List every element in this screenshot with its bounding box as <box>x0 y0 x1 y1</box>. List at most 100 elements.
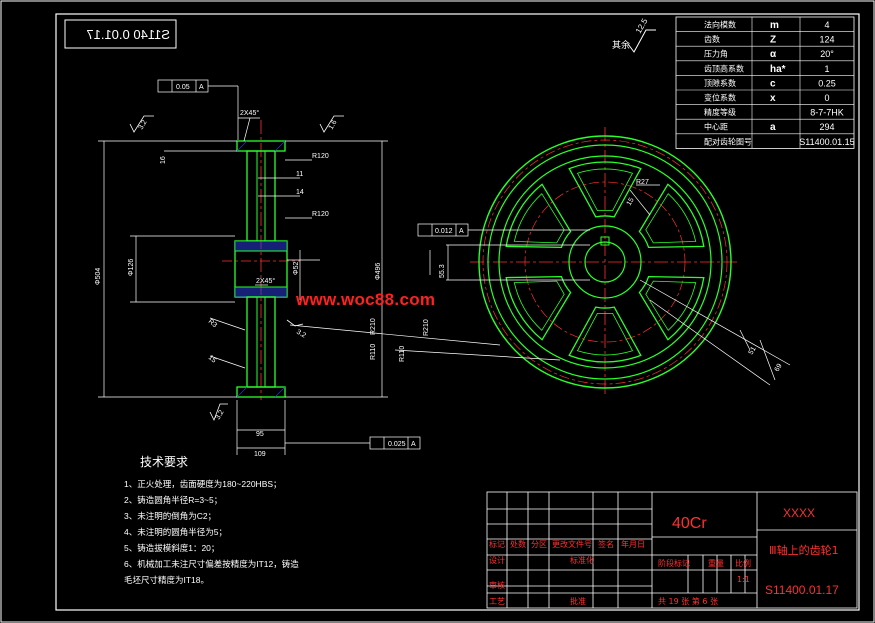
param-name: 中心距 <box>704 122 728 132</box>
spoke-window-inner <box>576 168 634 211</box>
section-dimension-texts: 0.05 A 2X45° R120 R120 11 14 Φ504 Φ496 Φ… <box>95 84 416 458</box>
part-name: Ⅲ轴上的齿轮1 <box>769 543 839 557</box>
spoke-window <box>638 183 705 249</box>
technical-requirements: 技术要求 1、正火处理，齿面硬度为180~220HBS； 2、铸造圆角半径R=3~… <box>124 455 299 585</box>
company: XXXX <box>783 506 815 520</box>
param-name: 精度等级 <box>704 107 736 117</box>
spoke-window-inner <box>645 280 697 331</box>
dim-dia52: Φ52 <box>293 262 300 275</box>
dim-r210-front: R210 <box>423 319 430 336</box>
tech-item: 毛坯尺寸精度为IT18。 <box>124 575 209 585</box>
param-name: 齿数 <box>704 34 720 44</box>
spoke-window-inner <box>513 280 565 331</box>
datum-a-top: A <box>199 84 204 91</box>
param-value: 0 <box>824 93 829 103</box>
mirrored-number-box: S1140 0.01.17 <box>64 19 177 49</box>
spoke-window <box>505 183 572 249</box>
h-zone: 分区 <box>531 540 547 549</box>
dim-15: 15 <box>207 354 218 364</box>
dim-dia504: Φ504 <box>95 268 102 285</box>
h-scale: 比例 <box>735 558 751 568</box>
dim-dia126: Φ126 <box>128 259 135 276</box>
material: 40Cr <box>672 515 707 532</box>
param-value: 0.25 <box>818 78 836 88</box>
scale-value: 1:1 <box>737 575 750 584</box>
param-value: 8-7-7HK <box>810 108 844 118</box>
tech-item: 5、铸造拔模斜度1：20； <box>124 543 219 553</box>
param-name: 变位系数 <box>704 93 736 103</box>
dim-14: 14 <box>296 189 304 196</box>
tech-item: 2、铸造圆角半径R=3~5； <box>124 495 222 505</box>
mirrored-drawing-number: S1140 0.01.17 <box>86 27 170 42</box>
rough-4: 3.2 <box>295 329 307 340</box>
param-name: 配对齿轮图号 <box>704 136 752 146</box>
dim-r210: R210 <box>370 318 377 335</box>
param-value: 20° <box>820 49 834 59</box>
spoke-window <box>638 275 705 341</box>
param-symbol: c <box>770 78 776 89</box>
spoke-window-inner <box>645 193 697 244</box>
h-design: 设计 <box>489 555 505 565</box>
h-weight: 重量 <box>708 558 724 568</box>
dim-r110-front: R110 <box>399 346 406 362</box>
param-value: S11400.01.15 <box>799 137 854 147</box>
h-doc: 更改文件号 <box>552 539 592 549</box>
h-date: 年月日 <box>621 539 645 549</box>
dim-95: 95 <box>256 431 264 438</box>
dim-55: 55.3 <box>439 264 446 278</box>
h-marks: 标记 <box>489 539 505 549</box>
spoke-window-inner <box>576 313 634 356</box>
param-symbol: m <box>770 20 779 31</box>
param-symbol: ha* <box>770 64 786 75</box>
h-process: 工艺 <box>489 597 505 606</box>
dim-15b: 15 <box>626 197 636 207</box>
datum-a-key: A <box>459 228 464 235</box>
rough-3: 3.2 <box>215 409 226 421</box>
section-view <box>98 79 501 455</box>
rough-2: 1.6 <box>328 119 339 131</box>
tol-bottom-value: 0.025 <box>388 441 406 448</box>
param-value: 1 <box>824 64 829 74</box>
dim-r27: R27 <box>636 179 649 186</box>
rest-roughness-label: 其余 <box>612 39 630 50</box>
inner-frame <box>55 13 860 611</box>
tech-item: 3、未注明的倒角为C2； <box>124 511 216 521</box>
tech-title: 技术要求 <box>140 455 188 469</box>
h-review: 审核 <box>489 580 505 590</box>
param-symbol: Z <box>770 35 776 46</box>
h-approve: 批准 <box>570 596 586 606</box>
front-dim-labels: 0.012 A 55.3 R27 15 51 69 R210 R110 <box>399 179 784 373</box>
front-view <box>470 127 740 397</box>
tech-item: 4、未注明的圆角半径为5； <box>124 527 227 537</box>
dim-51: 51 <box>748 346 758 356</box>
param-value: 4 <box>824 20 829 30</box>
param-value: 294 <box>819 122 834 132</box>
param-symbol: a <box>770 122 776 133</box>
spoke-window <box>505 275 572 341</box>
rest-roughness: 其余 12.5 <box>612 17 656 53</box>
tech-item: 1、正火处理，齿面硬度为180~220HBS； <box>124 479 282 489</box>
dim-r120-bottom: R120 <box>312 211 329 218</box>
dim-r3: R3 <box>207 318 218 329</box>
title-block-texts: 40Cr XXXX Ⅲ轴上的齿轮1 S11400.01.17 标记 处数 分区 … <box>489 506 839 606</box>
param-symbol: x <box>770 93 776 104</box>
param-name: 法向模数 <box>704 20 736 30</box>
dim-dia496: Φ496 <box>375 263 382 280</box>
rough-1: 3.2 <box>138 119 149 131</box>
h-standard: 标准化 <box>570 555 594 565</box>
param-name: 齿顶高系数 <box>704 63 744 73</box>
param-symbol: α <box>770 49 777 60</box>
spoke-window <box>568 161 642 218</box>
chamfer-mid: 2X45° <box>256 277 275 285</box>
tech-item: 6、机械加工未注尺寸偏差按精度为IT12，铸造 <box>124 559 299 569</box>
param-value: 124 <box>819 35 834 45</box>
dim-r110: R110 <box>370 344 377 360</box>
title-block <box>486 491 858 609</box>
param-name: 顶隙系数 <box>704 78 736 88</box>
h-stage: 阶段标记 <box>658 558 690 568</box>
dim-69: 69 <box>774 363 784 373</box>
watermark: www.woc88.com <box>296 290 436 309</box>
drawing-number: S11400.01.17 <box>765 583 839 597</box>
